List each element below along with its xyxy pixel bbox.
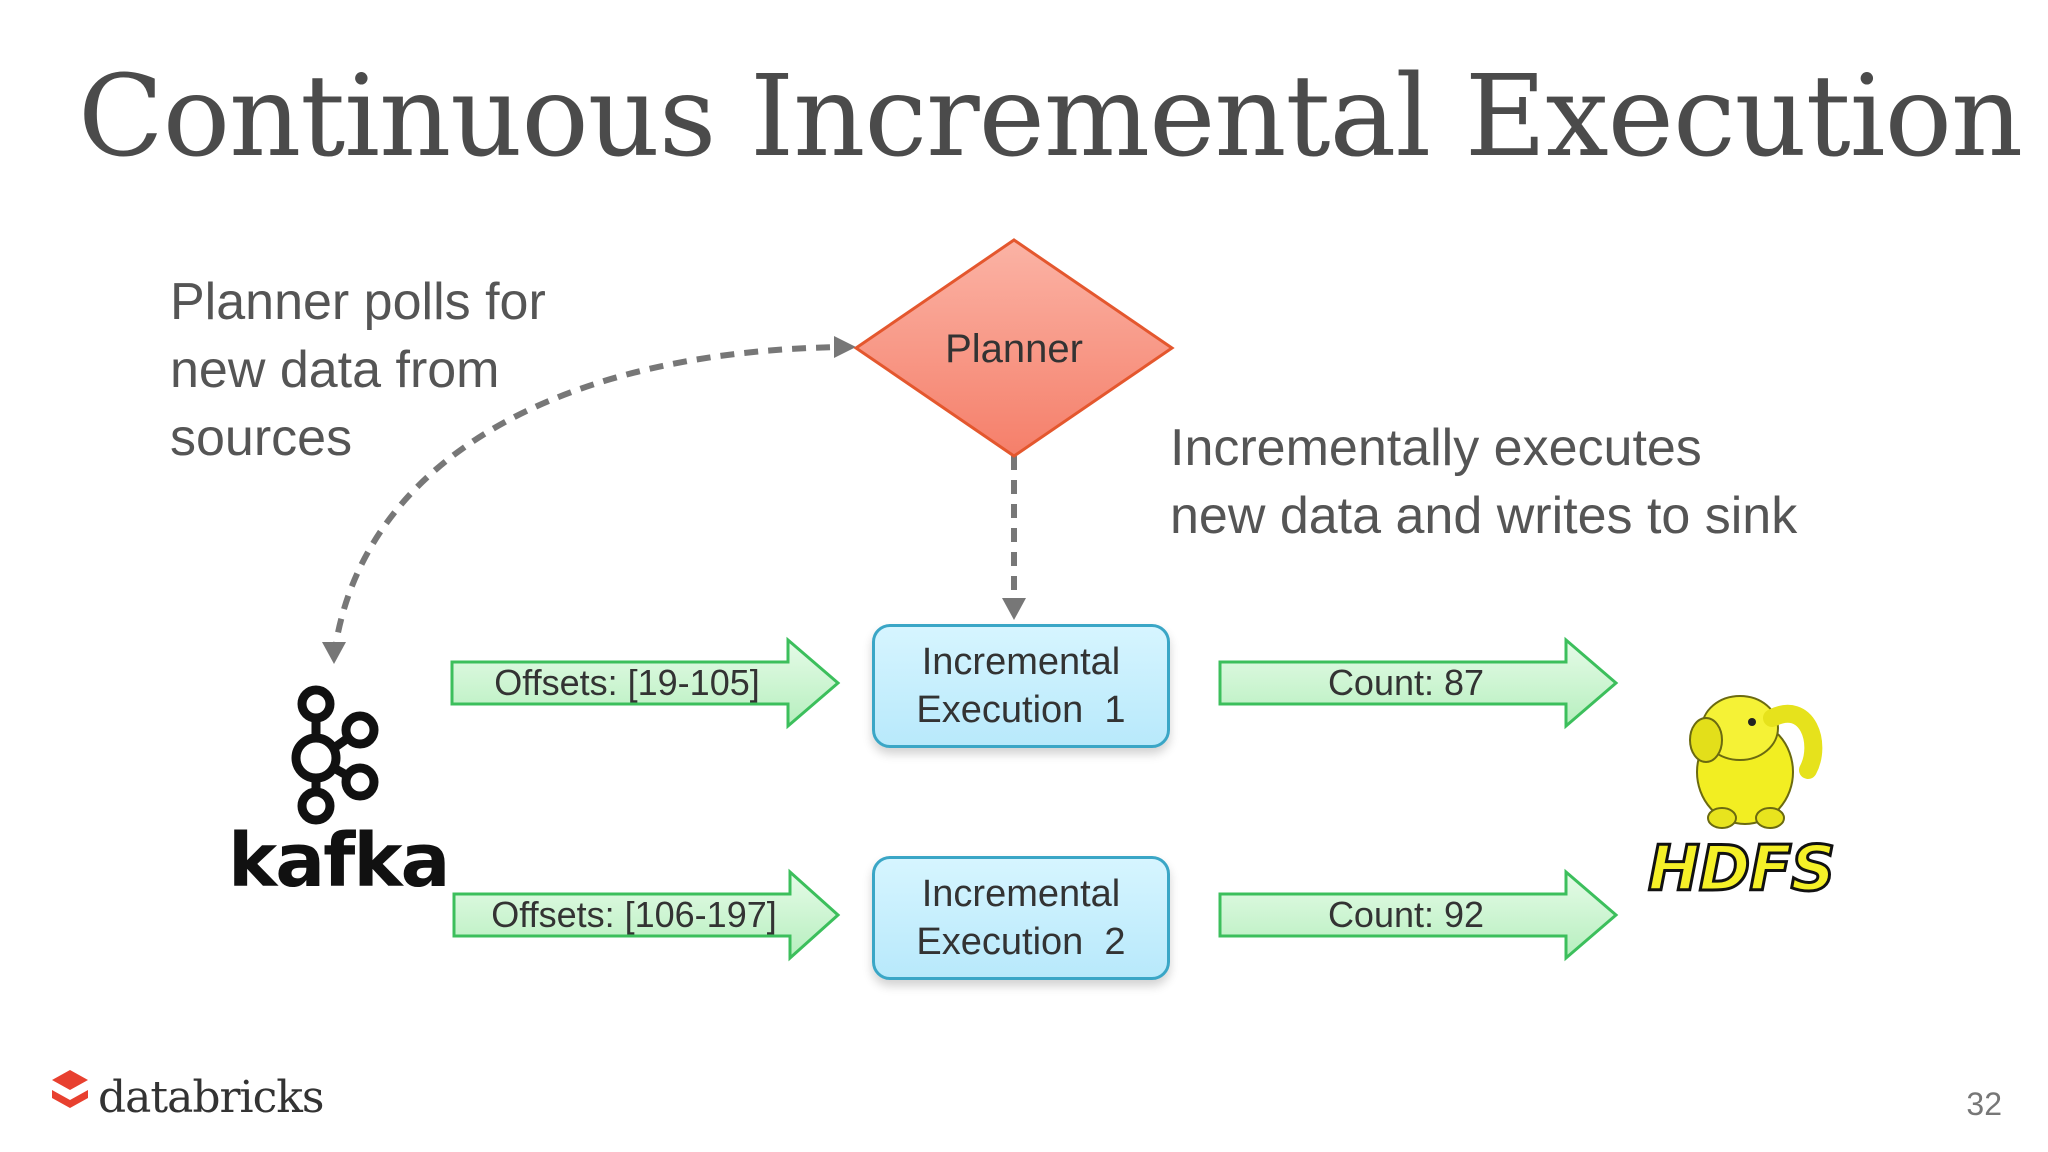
count-arrow-2	[1218, 868, 1619, 962]
note-line: Planner polls for	[170, 273, 546, 331]
execution-line: Incremental	[921, 641, 1121, 683]
poll-dashed-arrow	[331, 344, 847, 657]
note-line: Incrementally executes	[1170, 419, 1702, 477]
databricks-logo-icon	[52, 1070, 88, 1108]
kafka-logo-text: kafka	[228, 818, 450, 904]
incremental-executes-note: Incrementally executes new data and writ…	[1170, 414, 1797, 550]
count-label-1: Count: 87	[1327, 662, 1485, 703]
note-line: new data from	[170, 341, 500, 399]
hdfs-logo-text: HDFS	[1646, 831, 1836, 907]
planner-label: Planner	[945, 327, 1083, 371]
kafka-logo-icon	[291, 685, 379, 825]
planner-polls-note: Planner polls for new data from sources	[170, 268, 546, 472]
page-number: 32	[1966, 1086, 2002, 1122]
count-label-2: Count: 92	[1327, 894, 1485, 935]
databricks-wordmark: databricks	[98, 1072, 324, 1123]
incremental-execution-2-box: Incremental Execution 2	[872, 856, 1170, 980]
note-line: new data and writes to sink	[1170, 487, 1798, 545]
planner-diamond	[853, 238, 1175, 458]
offsets-label-2: Offsets: [106-197]	[491, 894, 777, 935]
slide-title: Continuous Incremental Execution	[78, 52, 2023, 182]
note-line: sources	[170, 409, 353, 467]
arrowhead-to-execution	[1002, 598, 1026, 620]
offsets-arrow-2	[452, 868, 841, 962]
offsets-label-1: Offsets: [19-105]	[494, 662, 760, 703]
count-arrow-1	[1218, 636, 1619, 730]
execution-line: Incremental	[921, 873, 1121, 915]
execution-line: Execution 1	[916, 689, 1126, 731]
incremental-execution-1-box: Incremental Execution 1	[872, 624, 1170, 748]
offsets-arrow-1	[450, 636, 841, 730]
databricks-brand: databricks	[38, 1072, 324, 1123]
arrowhead-to-kafka	[322, 642, 346, 664]
arrowhead-to-planner	[834, 336, 856, 358]
execution-line: Execution 2	[916, 921, 1126, 963]
hdfs-elephant-icon	[1689, 695, 1823, 829]
